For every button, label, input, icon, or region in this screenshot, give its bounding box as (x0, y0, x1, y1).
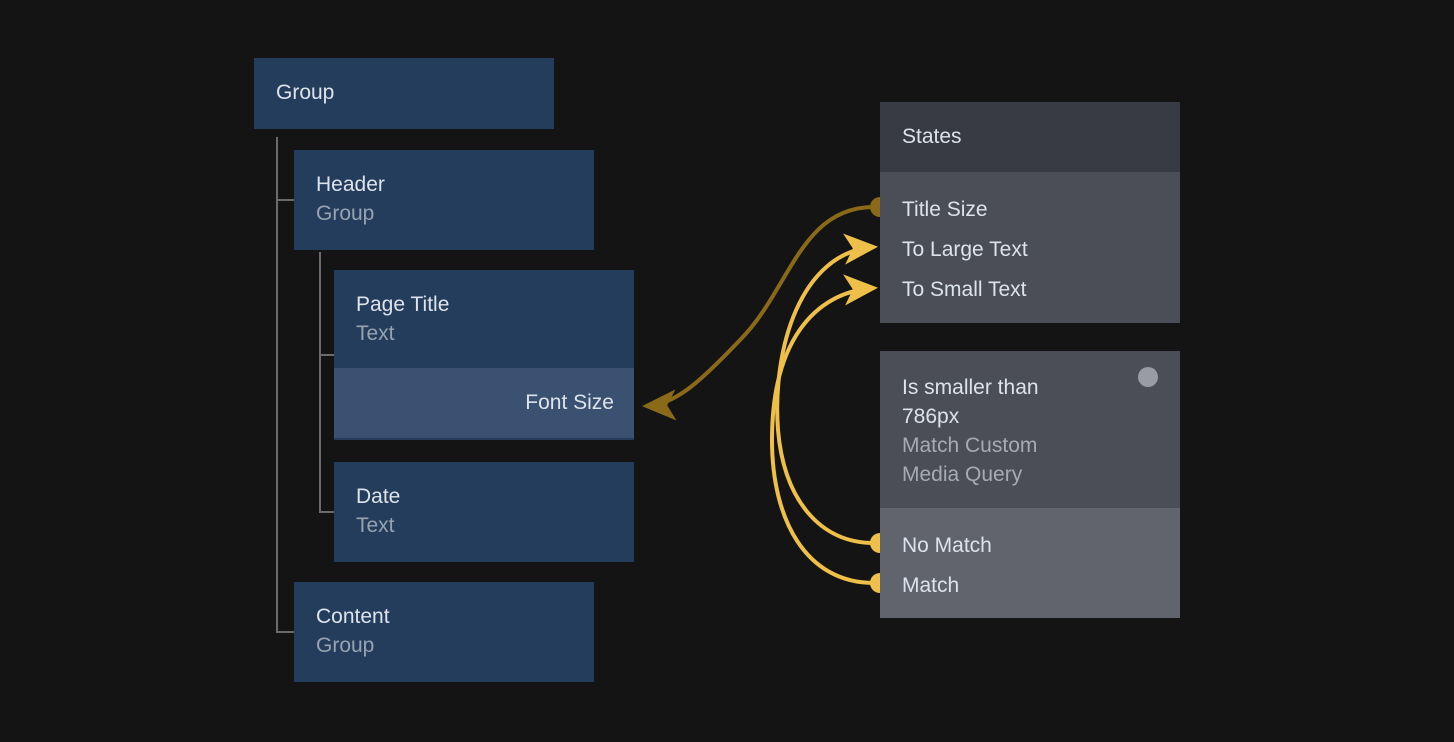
layer-node-page-title-title: Page Title (356, 293, 450, 316)
states-panel-title: States (902, 125, 962, 148)
media-query-subtitle-line1: Match Custom (902, 434, 1038, 457)
layer-node-content-subtitle: Group (316, 634, 375, 657)
edge-no-match-to-large-text (775, 233, 878, 545)
media-query-title-line1: Is smaller than (902, 376, 1039, 399)
state-port-title-size[interactable]: Title Size (880, 190, 1180, 230)
layer-node-content[interactable]: Content Group (294, 582, 594, 682)
state-port-to-small-text[interactable]: To Small Text (880, 270, 1180, 310)
layer-node-header-body: Header Group (294, 150, 594, 248)
edge-match-to-small-text (769, 274, 878, 585)
media-query-port-no-match-label: No Match (902, 534, 992, 557)
layer-node-page-title-body: Page Title Text (334, 270, 634, 368)
media-query-panel-ports: No Match Match (880, 508, 1180, 618)
property-row-font-size-label: Font Size (525, 391, 614, 414)
media-query-panel-body: Is smaller than 786px Match Custom Media… (880, 351, 1180, 508)
layer-node-group-body: Group (254, 58, 554, 127)
media-query-subtitle-line2: Media Query (902, 463, 1023, 486)
media-query-title-line2: 786px (902, 405, 960, 428)
states-panel-header: States (880, 102, 1180, 172)
layer-node-header[interactable]: Header Group (294, 150, 594, 250)
states-panel-ports: Title Size To Large Text To Small Text (880, 172, 1180, 323)
media-query-port-match-label: Match (902, 574, 960, 597)
layer-node-date-title: Date (356, 485, 401, 508)
states-panel[interactable]: States Title Size To Large Text To Small… (880, 102, 1180, 323)
layer-node-group-title: Group (276, 81, 335, 104)
status-dot-icon (1138, 367, 1158, 387)
media-query-panel[interactable]: Is smaller than 786px Match Custom Media… (880, 351, 1180, 618)
state-port-to-small-text-label: To Small Text (902, 278, 1027, 301)
state-port-to-large-text[interactable]: To Large Text (880, 230, 1180, 270)
edge-title-size-to-font-size (642, 205, 875, 421)
layer-node-content-body: Content Group (294, 582, 594, 680)
layer-node-header-subtitle: Group (316, 202, 375, 225)
layer-node-date-subtitle: Text (356, 514, 395, 537)
layer-node-header-title: Header (316, 173, 385, 196)
state-port-title-size-label: Title Size (902, 198, 988, 221)
layer-node-date[interactable]: Date Text (334, 462, 634, 562)
state-port-to-large-text-label: To Large Text (902, 238, 1028, 261)
media-query-port-match[interactable]: Match (880, 566, 1180, 606)
layer-node-date-body: Date Text (334, 462, 634, 560)
layer-node-group[interactable]: Group (254, 58, 554, 129)
media-query-port-no-match[interactable]: No Match (880, 526, 1180, 566)
layer-node-page-title[interactable]: Page Title Text Font Size (334, 270, 634, 440)
layer-node-content-title: Content (316, 605, 390, 628)
layer-node-page-title-subtitle: Text (356, 322, 395, 345)
property-row-font-size[interactable]: Font Size (334, 368, 634, 438)
